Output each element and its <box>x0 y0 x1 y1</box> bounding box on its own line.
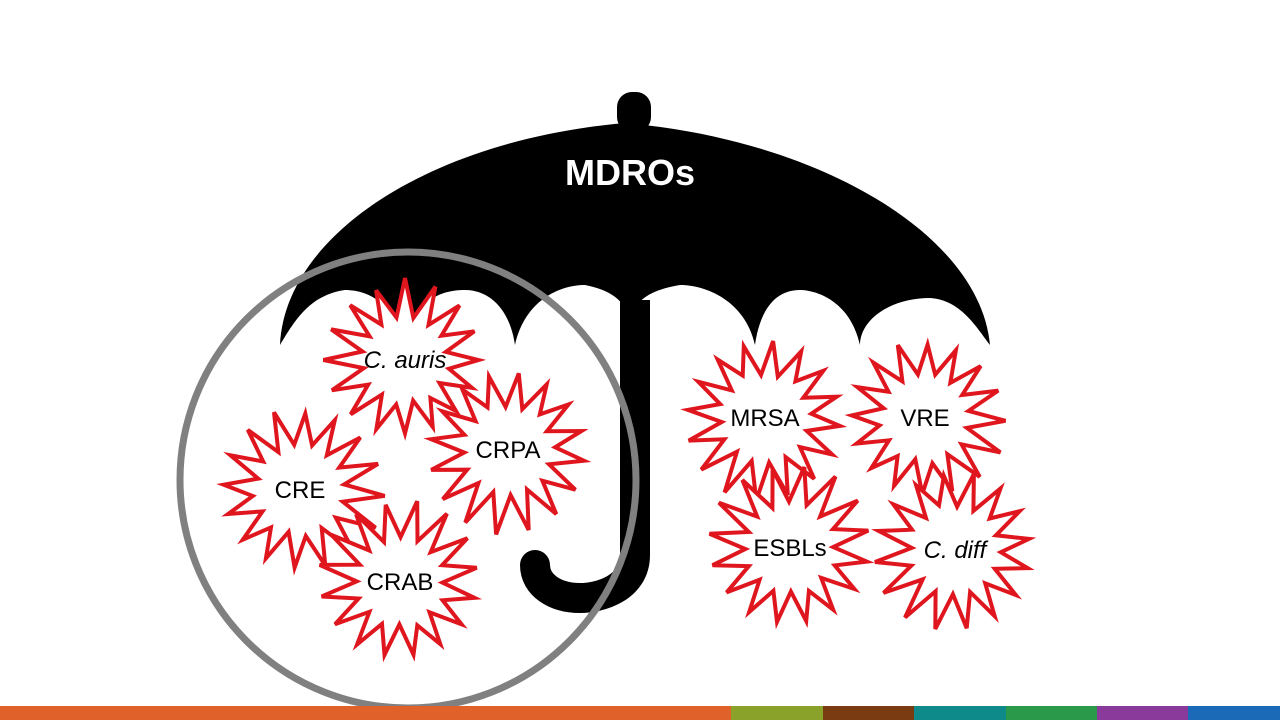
footer-segment <box>914 706 1006 720</box>
footer-segment <box>91 706 183 720</box>
footer-segment <box>548 706 640 720</box>
organism-label: CRPA <box>476 437 541 464</box>
footer-segment <box>1097 706 1189 720</box>
footer-segment <box>1005 706 1098 720</box>
organism-label: C. auris <box>364 347 447 374</box>
footer-segment <box>457 706 549 720</box>
footer-segment <box>365 706 458 720</box>
footer-segment <box>822 706 915 720</box>
umbrella-tip <box>617 92 651 132</box>
burst-shape <box>708 466 875 630</box>
burst-shape <box>423 369 592 536</box>
footer-segment <box>182 706 275 720</box>
organism-label: MRSA <box>730 405 799 432</box>
organism-label: VRE <box>900 405 949 432</box>
organism-label: C. diff <box>924 537 989 564</box>
footer-segment <box>274 706 366 720</box>
umbrella-canopy <box>280 123 990 345</box>
footer-segment <box>1188 706 1280 720</box>
organism-burst: CRPA <box>423 369 592 536</box>
organism-burst: CRE <box>216 406 386 576</box>
footer-segment <box>731 706 823 720</box>
burst-shape <box>322 277 487 441</box>
organism-bursts: C. auris CRPA CRE CRAB MRSA VRE <box>216 277 1037 663</box>
organism-burst: C. diff <box>870 468 1037 630</box>
footer-segment <box>639 706 732 720</box>
umbrella-handle <box>520 515 650 614</box>
organism-burst: MRSA <box>680 339 848 502</box>
organism-burst: VRE <box>844 337 1007 502</box>
footer-segment <box>0 706 92 720</box>
burst-shape <box>216 406 386 576</box>
organism-label: CRE <box>275 477 326 504</box>
burst-shape <box>318 500 483 663</box>
organism-label: ESBLs <box>753 535 826 562</box>
burst-shape <box>870 468 1037 630</box>
organism-burst: CRAB <box>318 500 483 663</box>
organism-label: CRAB <box>367 569 434 596</box>
organism-burst: C. auris <box>322 277 487 441</box>
footer-color-bar <box>0 706 1280 720</box>
umbrella-title: MDROs <box>565 152 695 193</box>
organism-burst: ESBLs <box>708 466 875 630</box>
